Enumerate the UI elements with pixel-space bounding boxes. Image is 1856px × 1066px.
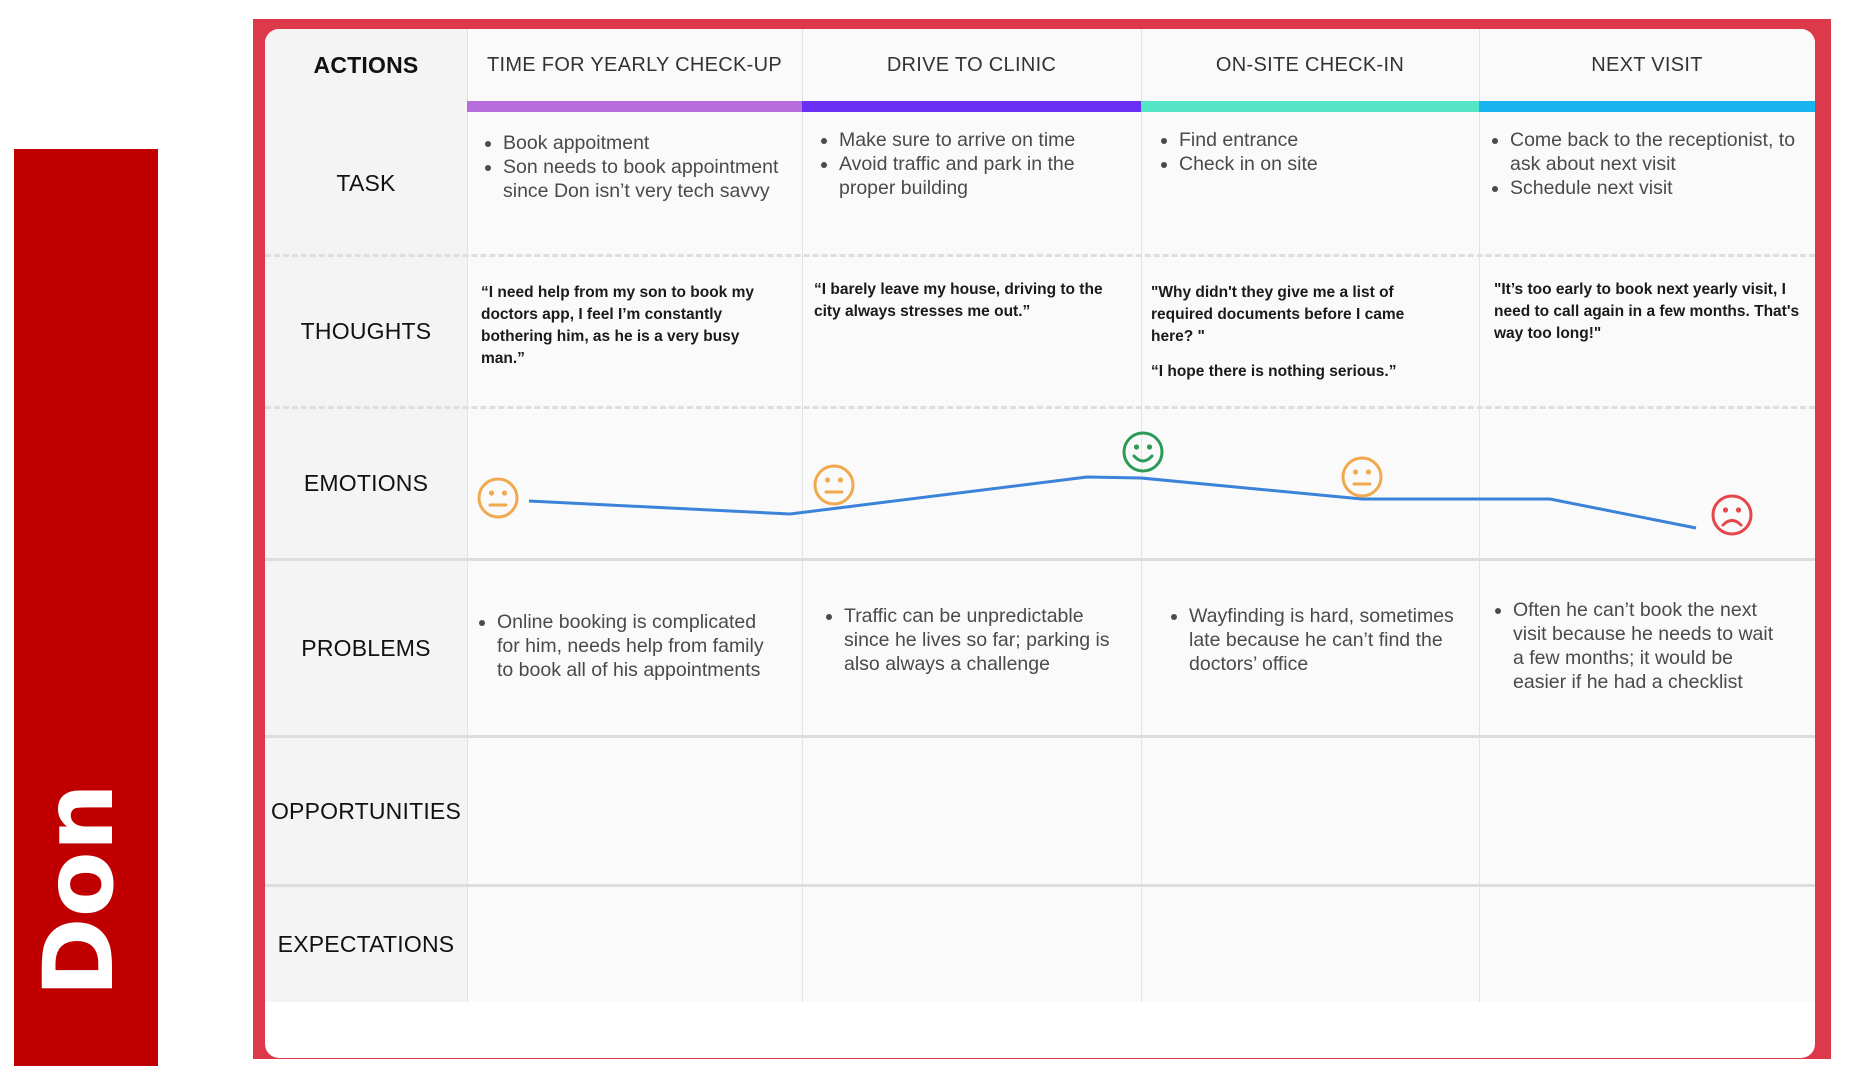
phase-color-bar	[1479, 101, 1815, 112]
phase-header: DRIVE TO CLINIC	[886, 53, 1057, 76]
row-label-expectations: EXPECTATIONS	[277, 931, 455, 957]
persona-name: Don	[23, 783, 135, 997]
column-divider	[802, 29, 803, 1002]
task-cell: Find entrance Check in on site	[1155, 128, 1455, 176]
row-label-opportunities: OPPORTUNITIES	[270, 797, 462, 824]
thought-quote: "It’s too early to book next yearly visi…	[1494, 281, 1800, 342]
task-item: Son needs to book appointment since Don …	[503, 155, 779, 203]
neutral-face-icon	[477, 477, 519, 519]
column-divider	[1479, 29, 1480, 1002]
row-divider	[265, 558, 1815, 561]
problem-item: Online booking is complicated for him, n…	[497, 610, 773, 682]
row-label-problems: PROBLEMS	[301, 634, 431, 661]
problem-cell: Traffic can be unpredictable since he li…	[820, 604, 1120, 676]
problem-item: Often he can’t book the next visit becau…	[1513, 598, 1779, 694]
thought-cell: “I need help from my son to book my doct…	[481, 282, 781, 382]
task-item: Avoid traffic and park in the proper bui…	[839, 152, 1125, 200]
column-divider	[467, 29, 468, 1002]
phase-header: NEXT VISIT	[1591, 53, 1703, 76]
row-divider	[265, 735, 1815, 738]
phase-header: TIME FOR YEARLY CHECK-UP	[486, 53, 783, 76]
emotion-curve	[477, 431, 1753, 536]
row-label-thoughts: THOUGHTS	[300, 318, 432, 344]
row-divider	[265, 884, 1815, 887]
thought-cell: “I barely leave my house, driving to the…	[814, 279, 1126, 335]
phase-color-bar	[802, 101, 1141, 112]
row-label-column	[265, 29, 467, 1002]
problem-cell: Often he can’t book the next visit becau…	[1489, 598, 1779, 694]
task-item: Make sure to arrive on time	[839, 128, 1125, 152]
row-divider	[265, 406, 1815, 409]
thought-quote: “I hope there is nothing serious.”	[1151, 363, 1397, 380]
thought-quote: “I need help from my son to book my doct…	[481, 284, 755, 367]
task-item: Find entrance	[1179, 128, 1455, 152]
persona-bar	[14, 149, 158, 1066]
problem-cell: Online booking is complicated for him, n…	[473, 610, 773, 682]
task-item: Come back to the receptionist, to ask ab…	[1510, 128, 1796, 176]
problem-item: Wayfinding is hard, sometimes late becau…	[1189, 604, 1455, 676]
emotion-line	[528, 475, 1697, 530]
neutral-face-icon	[1341, 456, 1383, 498]
thought-cell: "Why didn't they give me a list of requi…	[1151, 282, 1423, 395]
row-label-task: TASK	[336, 169, 396, 196]
task-item: Schedule next visit	[1510, 176, 1796, 200]
task-item: Check in on site	[1179, 152, 1455, 176]
row-label-actions: ACTIONS	[313, 51, 419, 78]
phase-color-bar	[467, 101, 802, 112]
thought-quote: "Why didn't they give me a list of requi…	[1151, 284, 1405, 345]
phase-color-bar	[1141, 101, 1479, 112]
column-divider	[1141, 29, 1142, 1002]
problem-cell: Wayfinding is hard, sometimes late becau…	[1165, 604, 1455, 676]
sad-face-icon	[1711, 494, 1753, 536]
problem-item: Traffic can be unpredictable since he li…	[844, 604, 1120, 676]
row-label-emotions: EMOTIONS	[303, 470, 429, 496]
phase-header: ON-SITE CHECK-IN	[1215, 53, 1405, 76]
happy-face-icon	[1122, 431, 1164, 473]
task-item: Book appoitment	[503, 131, 779, 155]
task-cell: Make sure to arrive on time Avoid traffi…	[815, 128, 1125, 200]
journey-map-board: TIME FOR YEARLY CHECK-UP DRIVE TO CLINIC…	[265, 29, 1815, 1058]
task-cell: Come back to the receptionist, to ask ab…	[1486, 128, 1796, 200]
neutral-face-icon	[813, 464, 855, 506]
thought-cell: "It’s too early to book next yearly visi…	[1494, 279, 1804, 357]
task-cell: Book appoitment Son needs to book appoin…	[479, 131, 779, 203]
thought-quote: “I barely leave my house, driving to the…	[814, 281, 1103, 320]
row-divider	[265, 254, 1815, 257]
